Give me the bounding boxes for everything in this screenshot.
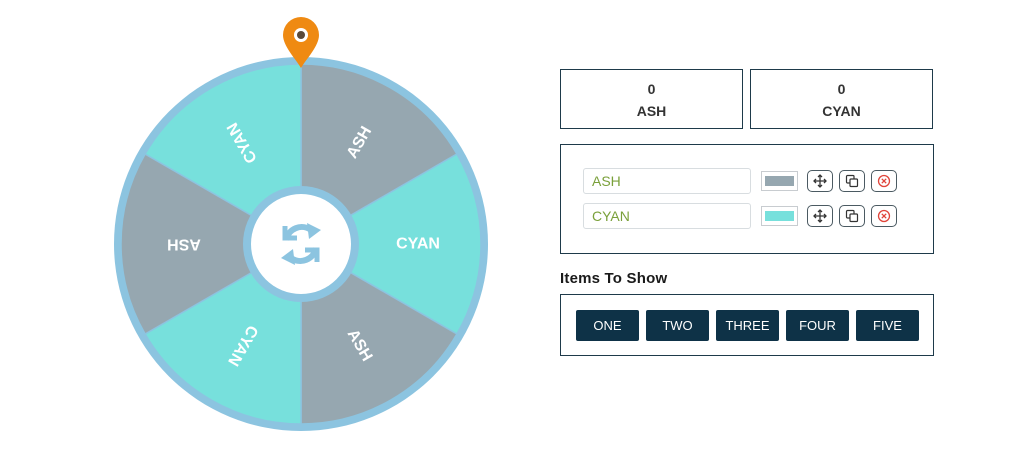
wheel-segment — [299, 152, 482, 336]
option-five-button[interactable]: FIVE — [856, 310, 919, 341]
delete-button[interactable] — [871, 170, 897, 192]
score-box-ash: 0 ASH — [560, 69, 743, 129]
move-icon — [813, 174, 827, 188]
copy-icon — [845, 174, 859, 188]
items-to-show-title: Items To Show — [560, 270, 668, 287]
duplicate-button[interactable] — [839, 205, 865, 227]
wheel-segment-label: ASH — [167, 236, 201, 253]
items-to-show-options: ONE TWO THREE FOUR FIVE — [560, 294, 934, 356]
refresh-icon[interactable] — [281, 223, 321, 265]
move-icon — [813, 209, 827, 223]
wheel-segment — [120, 152, 303, 336]
move-button[interactable] — [807, 170, 833, 192]
items-editor: ASH CYAN — [560, 144, 934, 254]
pin-body — [283, 17, 319, 68]
refresh-arrowhead — [281, 249, 295, 265]
option-four-button[interactable]: FOUR — [786, 310, 849, 341]
pin-hole — [297, 31, 305, 39]
color-picker[interactable] — [761, 206, 798, 226]
score-label: ASH — [636, 103, 667, 119]
item-text-field[interactable]: CYAN — [583, 203, 751, 229]
score-label: CYAN — [822, 103, 861, 119]
wheel-segment-label: CYAN — [396, 236, 440, 253]
wheel-segment — [300, 63, 458, 246]
color-picker[interactable] — [761, 171, 798, 191]
color-swatch — [765, 211, 794, 221]
wheel-segment — [300, 242, 458, 425]
delete-button[interactable] — [871, 205, 897, 227]
refresh-corner — [305, 247, 320, 262]
close-circle-icon — [877, 174, 891, 188]
close-circle-icon — [877, 209, 891, 223]
score-box-cyan: 0 CYAN — [750, 69, 933, 129]
pointer-pin-icon — [283, 17, 319, 68]
move-button[interactable] — [807, 205, 833, 227]
wheel-hub — [251, 194, 351, 294]
refresh-corner — [282, 226, 297, 241]
score-count: 0 — [647, 81, 656, 97]
copy-icon — [845, 209, 859, 223]
item-text-field[interactable]: ASH — [583, 168, 751, 194]
option-one-button[interactable]: ONE — [576, 310, 639, 341]
refresh-arrowhead — [307, 223, 321, 239]
wheel-segment — [144, 242, 302, 425]
wheel-segment — [144, 63, 302, 246]
option-two-button[interactable]: TWO — [646, 310, 709, 341]
score-count: 0 — [837, 81, 846, 97]
duplicate-button[interactable] — [839, 170, 865, 192]
option-three-button[interactable]: THREE — [716, 310, 779, 341]
color-swatch — [765, 176, 794, 186]
